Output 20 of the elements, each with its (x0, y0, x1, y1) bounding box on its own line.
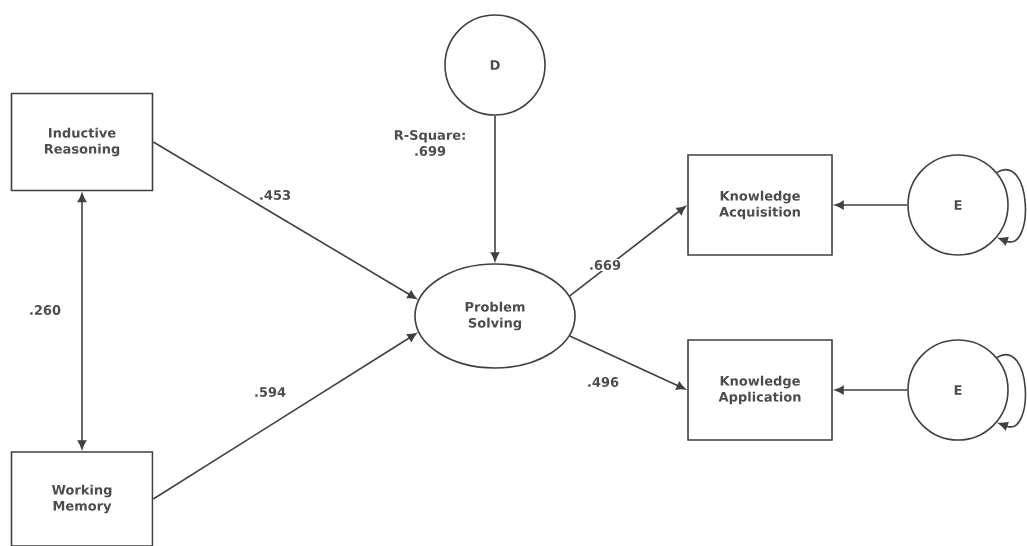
variable-box: Inductive Reasoning (10, 92, 154, 192)
arrow (834, 200, 908, 210)
arrow (77, 193, 87, 450)
edge-label: .453 (257, 189, 293, 201)
arrow (996, 168, 1027, 246)
arrow (834, 385, 908, 395)
arrow (568, 205, 686, 297)
r-square-label: R-Square: .699 (394, 130, 465, 156)
arrow (996, 353, 1027, 431)
edge-label: .260 (27, 304, 63, 316)
edge-label: .594 (252, 386, 288, 398)
variable-box: Knowledge Application (687, 339, 833, 441)
edge-label: .496 (585, 376, 621, 388)
arrow (152, 333, 417, 500)
edge-label: .669 (587, 259, 623, 271)
variable-box: Knowledge Acquisition (687, 154, 833, 256)
arrow (152, 141, 417, 300)
variable-box: Working Memory (10, 451, 154, 546)
arrow (568, 335, 686, 390)
arrow (490, 115, 500, 262)
